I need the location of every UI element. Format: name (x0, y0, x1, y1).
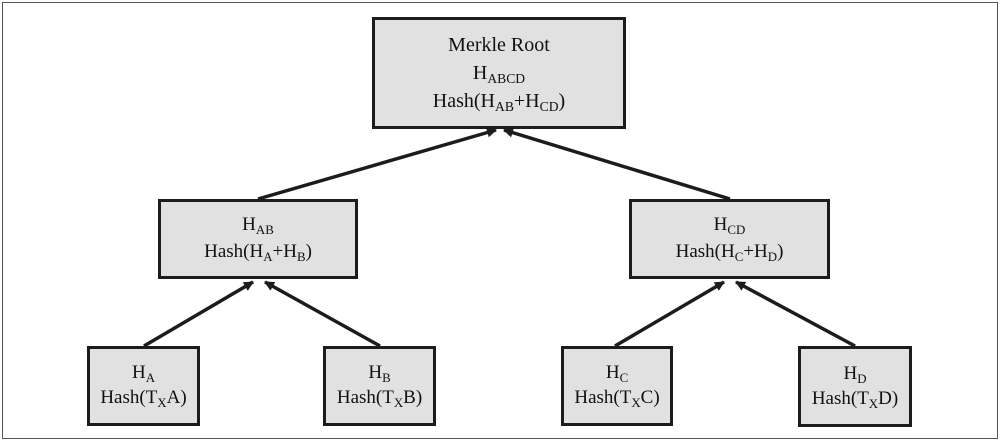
edge-hcd-to-root (503, 127, 731, 201)
hb-hash-formula: Hash(TXB) (336, 387, 423, 410)
ha-hash-formula: Hash(TXA) (100, 387, 187, 410)
edge-hd-to-hcd (735, 280, 856, 348)
merkle-root-node: Merkle Root HABCD Hash(HAB+HCD) (372, 17, 626, 129)
hcd-node: HCD Hash(HC+HD) (629, 199, 830, 279)
hab-node: HAB Hash(HA+HB) (158, 199, 358, 279)
hab-hash-formula: Hash(HA+HB) (204, 241, 312, 264)
hd-leaf-node: HD Hash(TXD) (798, 346, 912, 427)
merkle-root-title: Merkle Root (448, 34, 550, 56)
hb-leaf-node: HB Hash(TXB) (323, 346, 436, 426)
hd-hash-name: HD (843, 362, 867, 386)
hb-hash-name: HB (368, 362, 391, 386)
root-hash-name: HABCD (472, 62, 526, 87)
hcd-hash-formula: Hash(HC+HD) (675, 241, 784, 264)
edge-hab-to-root (257, 127, 497, 201)
hcd-hash-name: HCD (713, 214, 746, 238)
hc-hash-formula: Hash(TXC) (574, 387, 660, 410)
hc-hash-name: HC (605, 362, 629, 386)
diagram-frame (2, 2, 998, 439)
ha-leaf-node: HA Hash(TXA) (87, 346, 200, 426)
edge-hb-to-hab (264, 280, 381, 348)
root-hash-formula: Hash(HAB+HCD) (432, 90, 566, 115)
hc-leaf-node: HC Hash(TXC) (561, 346, 673, 426)
edge-hc-to-hcd (614, 280, 725, 348)
ha-hash-name: HA (131, 362, 156, 386)
hab-hash-name: HAB (242, 214, 274, 238)
hd-hash-formula: Hash(TXD) (811, 387, 899, 411)
edge-ha-to-hab (143, 280, 254, 348)
